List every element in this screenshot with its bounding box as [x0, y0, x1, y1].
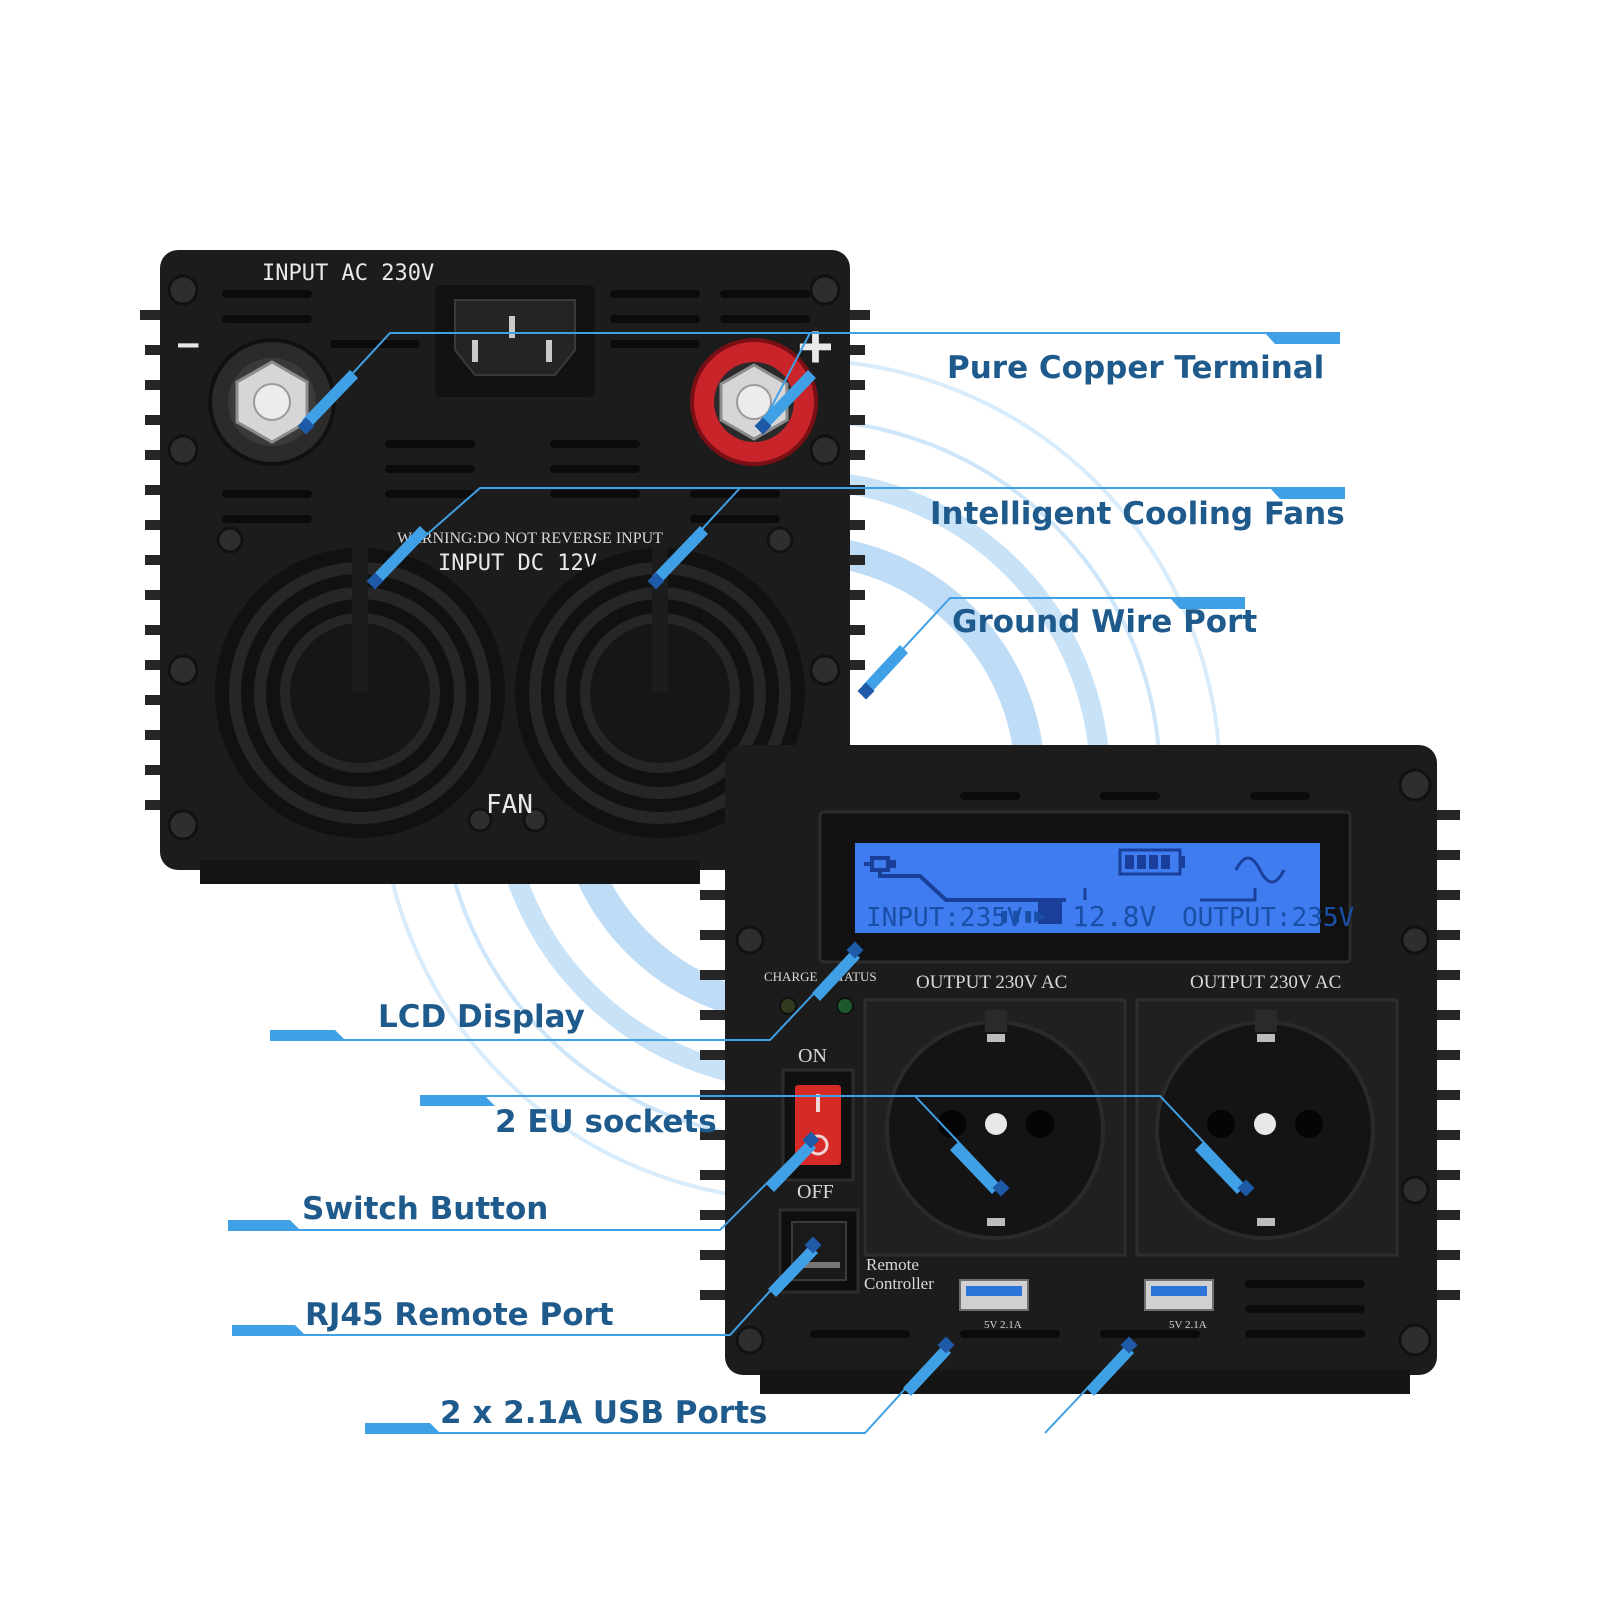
- callout-ground: Ground Wire Port: [952, 604, 1257, 640]
- warning-label: WARNING:DO NOT REVERSE INPUT: [397, 530, 663, 547]
- remote-label-line2: Controller: [864, 1274, 934, 1293]
- output-left-label: OUTPUT 230V AC: [916, 972, 1067, 993]
- callout-lcd: LCD Display: [378, 999, 585, 1035]
- usb-left-label: 5V 2.1A: [984, 1319, 1022, 1331]
- callout-switch: Switch Button: [302, 1191, 548, 1227]
- negative-terminal: [208, 338, 336, 466]
- callout-pointers: [228, 333, 1345, 1433]
- fan-right: [515, 548, 805, 838]
- fan-label: FAN: [486, 790, 533, 820]
- heat-sink-fins-right: [840, 310, 870, 670]
- input-ac-label: INPUT AC 230V: [262, 261, 434, 286]
- fan-left: [215, 548, 505, 838]
- lcd-battery-text: 12.8V: [1072, 900, 1156, 933]
- back-panel: INPUT AC 230V — + WARNING:DO NOT REVERSE…: [140, 250, 870, 884]
- callout-fans: Intelligent Cooling Fans: [930, 496, 1345, 532]
- heat-sink-fins-left: [140, 310, 170, 810]
- eu-socket-left: [863, 998, 1127, 1257]
- lcd-input-text: INPUT:235V: [866, 903, 1023, 933]
- charge-label: CHARGE: [764, 969, 818, 984]
- front-panel: INPUT:235V ▮▮▮▶ 12.8V OUTPUT:235V CHARGE…: [700, 745, 1460, 1394]
- status-led: [836, 997, 854, 1015]
- eu-socket-right: [1135, 998, 1399, 1257]
- lcd-arrow-icon: ▮▮▮▶: [998, 903, 1046, 927]
- minus-sign: —: [178, 324, 199, 364]
- callout-sockets: 2 EU sockets: [495, 1104, 717, 1140]
- usb-port-left[interactable]: [959, 1279, 1029, 1311]
- callout-terminal: Pure Copper Terminal: [947, 350, 1324, 386]
- switch-off-label: OFF: [797, 1181, 834, 1203]
- front-vents: [810, 792, 1365, 1338]
- usb-port-right[interactable]: [1144, 1279, 1214, 1311]
- input-dc-label: INPUT DC 12V: [438, 551, 597, 576]
- front-fins-right: [1430, 810, 1460, 1300]
- output-right-label: OUTPUT 230V AC: [1190, 972, 1341, 993]
- switch-on-label: ON: [798, 1045, 827, 1067]
- callout-rj45: RJ45 Remote Port: [305, 1297, 614, 1333]
- lcd-output-text: OUTPUT:235V: [1182, 903, 1354, 933]
- lcd-display: INPUT:235V ▮▮▮▶ 12.8V OUTPUT:235V: [818, 810, 1354, 964]
- front-screws: [735, 768, 1432, 1357]
- usb-right-label: 5V 2.1A: [1169, 1319, 1207, 1331]
- ac-inlet: [435, 285, 595, 397]
- charge-led: [779, 997, 797, 1015]
- callout-usb: 2 x 2.1A USB Ports: [440, 1395, 767, 1431]
- remote-label-line1: Remote: [866, 1255, 919, 1274]
